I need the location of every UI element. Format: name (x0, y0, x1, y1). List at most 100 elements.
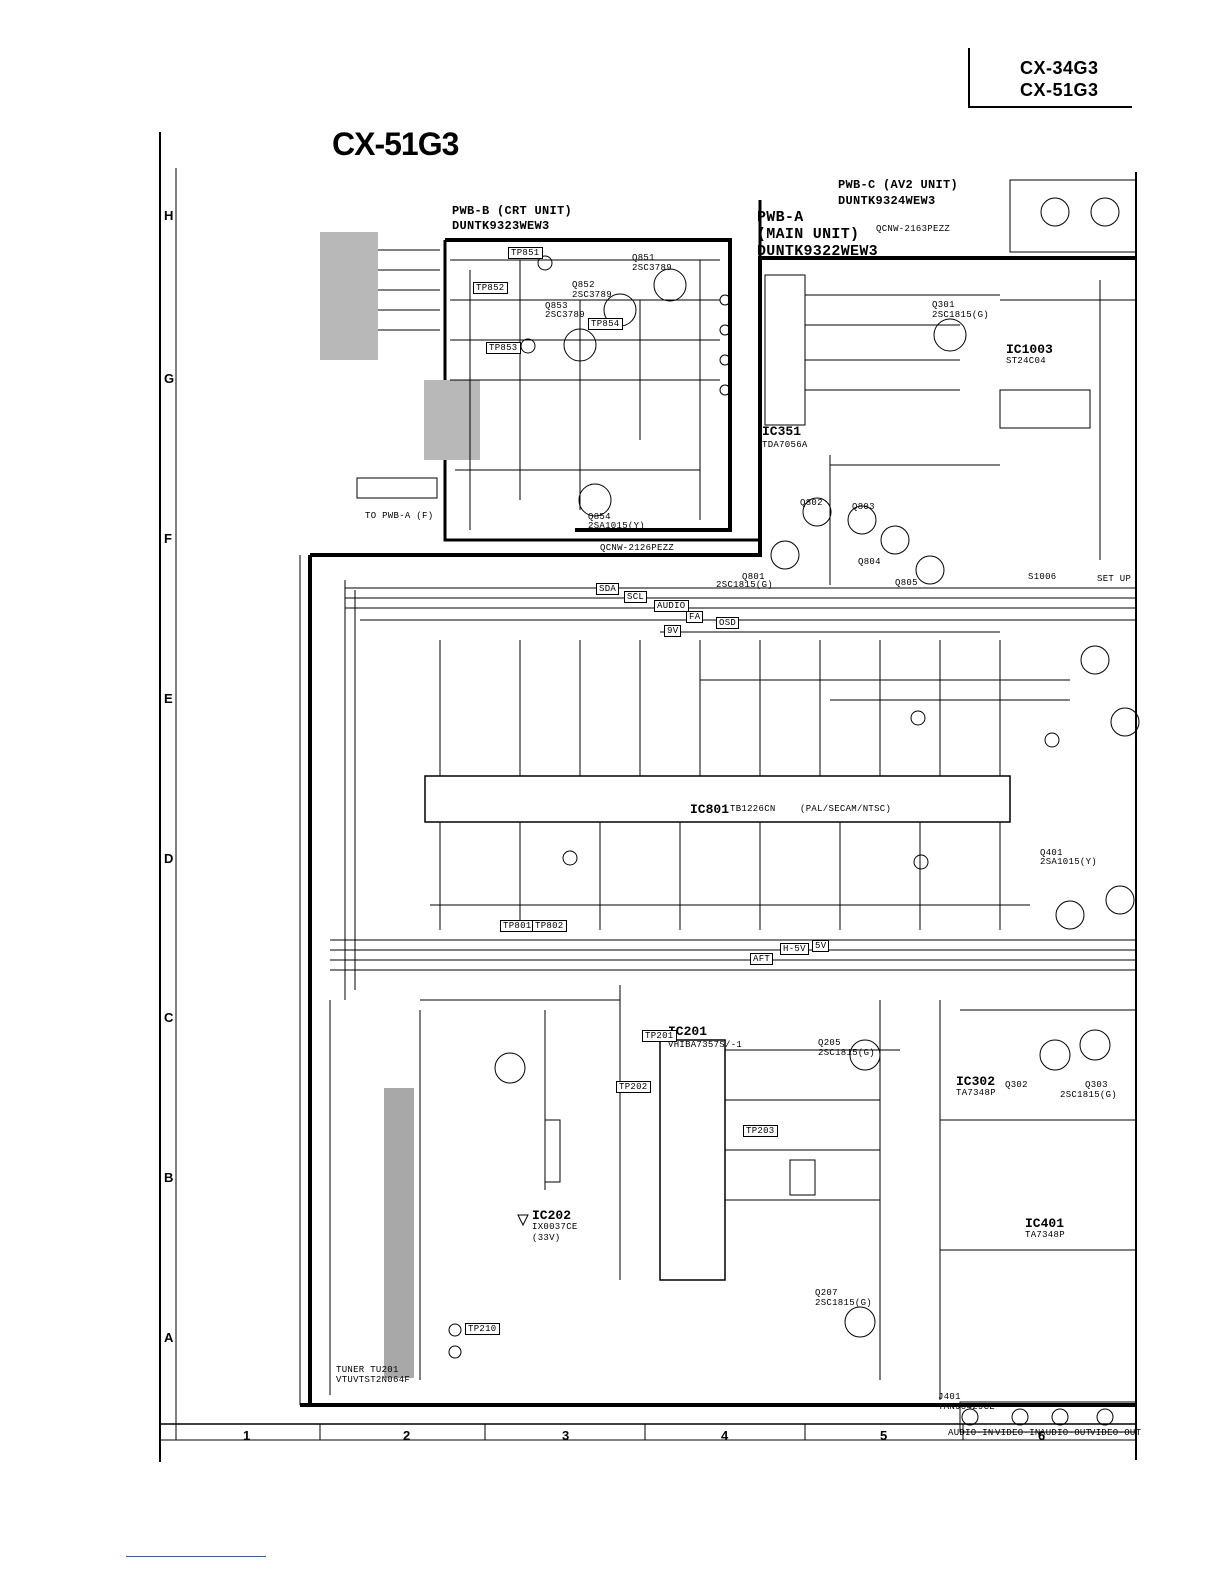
main-unit-name-1: PWB-A (757, 209, 804, 226)
grid-col-label: 2 (403, 1428, 411, 1443)
bus-label: SCL (624, 591, 648, 603)
bus-label: OSD (716, 617, 740, 629)
ic302-ref: IC302 (956, 1074, 996, 1089)
av2-unit-name: PWB-C (AV2 UNIT) (838, 178, 959, 192)
transistor-part: 2SC3789 (632, 263, 672, 273)
bus-label: SDA (596, 583, 620, 595)
test-point: TP853 (486, 342, 521, 354)
grid-row-label: H (164, 208, 174, 223)
page-title: CX-51G3 (332, 126, 459, 162)
grid-row-label: E (164, 691, 173, 706)
ic801-ref: IC801 (690, 802, 730, 817)
main-unit-name-2: (MAIN UNIT) (757, 226, 860, 243)
transistor-ref: Q853 (545, 301, 568, 311)
grid-row-label: C (164, 1010, 174, 1025)
ic202-part: IX0037CE (532, 1222, 578, 1232)
speaker-connector-label: QCNW-2163PEZZ (876, 224, 951, 234)
transistor-ref: Q803 (852, 502, 875, 512)
transistor-ref: Q802 (800, 498, 823, 508)
ic801-note: (PAL/SECAM/NTSC) (800, 804, 892, 814)
transistor-part: 2SC1815(G) (932, 310, 990, 320)
transistor-ref: Q804 (858, 557, 881, 567)
transistor-part: 2SC3789 (572, 290, 612, 300)
ic201-ref: IC201 (668, 1024, 708, 1039)
bus-label: 5V (812, 940, 830, 952)
crt-unit-name: PWB-B (CRT UNIT) (452, 204, 573, 218)
ic401-part: TA7348P (1025, 1230, 1065, 1240)
grid-row-label: A (164, 1330, 174, 1345)
model-box: CX-34G3 CX-51G3 (968, 48, 1132, 108)
jack-label: VIDEO-IN (995, 1428, 1041, 1438)
transistor-ref: Q801 (742, 572, 765, 582)
tuner-part: VTUVTST2N064F (336, 1375, 411, 1385)
test-point: TP802 (532, 920, 567, 932)
grid-col-label: 1 (243, 1428, 251, 1443)
ic351-ref: IC351 (762, 424, 802, 439)
grid-col-label: 5 (880, 1428, 888, 1443)
jack-label: VIDEO-OUT (1090, 1428, 1142, 1438)
grid-row-label: D (164, 851, 174, 866)
tuner-label: TUNER TU201 (336, 1365, 399, 1375)
transistor-ref: Q301 (932, 300, 955, 310)
ic401-ref: IC401 (1025, 1216, 1065, 1231)
transistor-ref: Q207 (815, 1288, 838, 1298)
j401-label: J401 (938, 1392, 961, 1402)
transistor-ref: Q852 (572, 280, 595, 290)
transistor-part: 2SC1815(G) (815, 1298, 873, 1308)
bus-label: FA (686, 611, 704, 623)
jack-label: AUDIO-IN (948, 1428, 994, 1438)
transistor-ref: Q851 (632, 253, 655, 263)
transistor-ref: Q805 (895, 578, 918, 588)
ic201-part: VHIBA7357S/-1 (668, 1040, 743, 1050)
transistor-ref: Q854 (588, 512, 611, 522)
transistor-part: 2SC3789 (545, 310, 585, 320)
transistor-ref: Q303 (1085, 1080, 1108, 1090)
ic202-ref: IC202 (532, 1208, 572, 1223)
test-point: TP852 (473, 282, 508, 294)
bus-label: AUDIO (654, 600, 689, 612)
main-unit-code: DUNTK9322WEW3 (757, 243, 878, 260)
footer-link-underline[interactable] (126, 1556, 266, 1557)
grid-row-label: B (164, 1170, 174, 1185)
test-point: TP202 (616, 1081, 651, 1093)
ic351-part: TDA7056A (762, 440, 808, 450)
crt-unit-code: DUNTK9323WEW3 (452, 219, 550, 233)
ic1003-part: ST24C04 (1006, 356, 1046, 366)
grid-col-label: 4 (721, 1428, 729, 1443)
grid-col-label: 3 (562, 1428, 570, 1443)
grid-col-label: 6 (1038, 1428, 1046, 1443)
transistor-part: 2SA1015(Y) (1040, 857, 1098, 867)
transistor-ref: Q205 (818, 1038, 841, 1048)
model-number-2: CX-51G3 (1020, 80, 1099, 100)
bus-label: H-5V (780, 943, 809, 955)
crt-connector-label: QCNW-2126PEZZ (600, 543, 675, 553)
av2-unit-code: DUNTK9324WEW3 (838, 194, 936, 208)
transistor-ref: Q302 (1005, 1080, 1028, 1090)
test-point: TP854 (588, 318, 623, 330)
grid-row-label: F (164, 531, 172, 546)
jack-label: AUDIO-OUT (1040, 1428, 1092, 1438)
ic302-part: TA7348P (956, 1088, 996, 1098)
test-point: TP801 (500, 920, 535, 932)
test-point: TP210 (465, 1323, 500, 1335)
transistor-part: 2SA1015(Y) (588, 521, 646, 531)
test-point: TP203 (743, 1125, 778, 1137)
transistor-part: 2SC1815(G) (716, 580, 774, 590)
transistor-ref: Q401 (1040, 848, 1063, 858)
bus-label: 9V (664, 625, 682, 637)
bus-label: AFT (750, 953, 774, 965)
grid-row-label: G (164, 371, 175, 386)
setup-label: SET UP (1097, 574, 1132, 584)
ic202-note: (33V) (532, 1233, 561, 1243)
transistor-part: 2SC1815(G) (818, 1048, 876, 1058)
ic1003-ref: IC1003 (1006, 342, 1053, 357)
test-point: TP851 (508, 247, 543, 259)
model-number-1: CX-34G3 (1020, 58, 1099, 78)
ic801-part: TB1226CN (730, 804, 776, 814)
reset-switch-label: S1006 (1028, 572, 1057, 582)
to-pwb-label: TO PWB-A (F) (365, 511, 434, 521)
j401-part: TANJ0429CE (938, 1402, 996, 1412)
test-point: TP201 (642, 1030, 677, 1042)
transistor-part: 2SC1815(G) (1060, 1090, 1118, 1100)
